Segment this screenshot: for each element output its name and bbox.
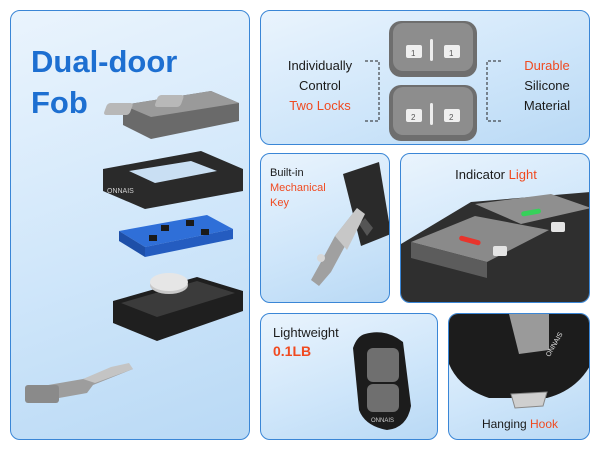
weight-label: Lightweight (273, 325, 339, 340)
key-caption: Built-in Mechanical Key (270, 167, 326, 209)
weight-value: 0.1LB (273, 343, 312, 359)
bottom-shell (113, 273, 243, 341)
lock-button-pad-2 (389, 85, 477, 141)
pad1-right-number: 1 (449, 49, 454, 58)
pad2-right-number: 2 (449, 113, 454, 122)
mechanical-key (25, 363, 133, 403)
lightweight-fob-illustration: ONNAIS (353, 332, 411, 430)
lock-buttons-illustration: 1 1 2 2 (365, 21, 501, 141)
panel-indicator-light: Indicator Light (400, 153, 590, 303)
pad1-left-number: 1 (411, 49, 416, 58)
indicator-caption: Indicator Light (455, 167, 537, 182)
panel-hanging-hook: ONNAIS Hanging Hook (448, 313, 590, 440)
hook-caption: Hanging Hook (481, 417, 559, 431)
pad2-left-number: 2 (411, 113, 416, 122)
panel-mechanical-key: Built-in Mechanical Key (260, 153, 390, 303)
button-cover (104, 91, 239, 139)
panel-lightweight: Lightweight 0.1LB ONNAIS (260, 313, 438, 440)
lock-button-pad-1 (389, 21, 477, 77)
panel-exploded-view: Dual-door Fob ONNAIS (10, 10, 250, 440)
circuit-board (119, 215, 233, 257)
hook-illustration: ONNAIS (449, 314, 589, 409)
exploded-fob-illustration: ONNAIS (25, 91, 243, 403)
panel-two-locks: Individually Control Two Locks Durable S… (260, 10, 590, 145)
key-illustration (311, 162, 389, 286)
housing-frame: ONNAIS (103, 151, 243, 209)
page-title: Dual-door Fob (31, 44, 178, 120)
indicator-illustration (401, 192, 589, 302)
fob-brand-text: ONNAIS (371, 418, 394, 424)
locks-left-caption: Individually Control Two Locks (287, 58, 353, 113)
locks-right-caption: Durable Silicone Material (523, 58, 571, 113)
frame-brand-text: ONNAIS (107, 188, 134, 195)
